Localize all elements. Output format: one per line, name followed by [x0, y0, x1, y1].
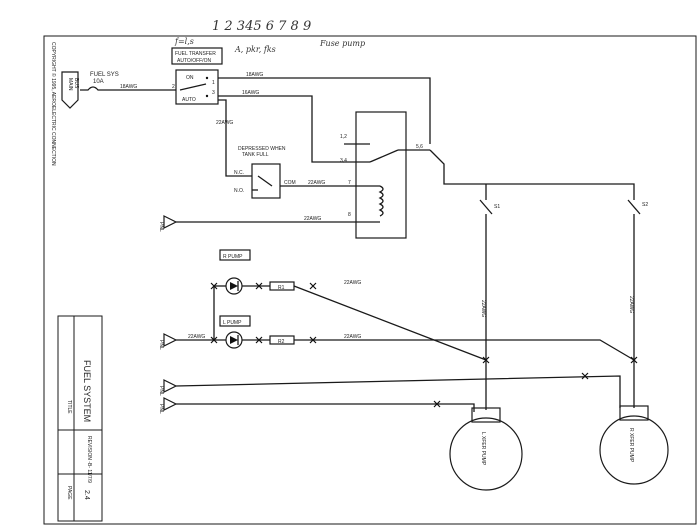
relay-coil [378, 185, 384, 217]
main-bus-tag: MAIN BUS [61, 71, 79, 109]
fuel-sys-label: FUEL SYS [90, 72, 119, 78]
wire-22awg-switch-down [218, 99, 252, 177]
svg-text:COM: COM [284, 180, 296, 186]
awg-18-fuse: 18AWG [120, 84, 137, 90]
svg-text:MAIN: MAIN [67, 78, 73, 91]
svg-text:22AWG: 22AWG [344, 280, 361, 286]
page-label: PAGE [66, 486, 72, 500]
svg-text:S1: S1 [494, 204, 500, 210]
title-block: TITLE FUEL SYSTEM REVISION -B- 11/7/9 PA… [57, 315, 103, 522]
svg-text:N.O.: N.O. [234, 188, 244, 194]
l-pump-label-box [219, 315, 251, 327]
pnl-ground-3: PNL [158, 379, 178, 396]
svg-text:N.C.: N.C. [234, 170, 244, 176]
svg-text:PNL: PNL [158, 340, 164, 350]
fuel-transfer-label-1: FUEL TRANSFER [175, 51, 216, 57]
wire-r2-22awg [294, 339, 635, 361]
wire-ground-right [175, 375, 621, 408]
svg-text:22AWG: 22AWG [628, 296, 634, 313]
copyright-text: COPYRIGHT © 1995, AEROELECTRIC CONNECTIO… [50, 42, 57, 166]
switch-on-label: ON [186, 75, 194, 81]
svg-text:5,6: 5,6 [416, 144, 423, 150]
svg-text:22AWG: 22AWG [216, 120, 233, 126]
title-label: TITLE [66, 400, 72, 414]
switch-pin-1: 1 [212, 80, 215, 86]
svg-text:22AWG: 22AWG [480, 300, 486, 317]
svg-text:16AWG: 16AWG [242, 90, 259, 96]
wire-on-18awg [218, 77, 431, 144]
switch-pin-3: 3 [212, 90, 215, 96]
r-pump-label-box [219, 249, 251, 261]
handwritten-scribble-3: A, pkr, fks [234, 45, 276, 54]
svg-text:R1: R1 [278, 285, 285, 291]
switch-s1 [479, 199, 493, 215]
fuse-symbol [80, 86, 104, 91]
wire-r1-22awg [293, 285, 487, 361]
svg-text:L PUMP: L PUMP [223, 320, 242, 326]
wire-relay-out [429, 149, 635, 200]
svg-text:PNL: PNL [158, 386, 164, 396]
svg-text:18AWG: 18AWG [246, 72, 263, 78]
fuel-transfer-switch [175, 69, 219, 105]
svg-text:PNL: PNL [158, 404, 164, 414]
switch-auto-label: AUTO [182, 97, 196, 103]
float-switch [251, 163, 281, 199]
svg-text:22AWG: 22AWG [308, 180, 325, 186]
relay [355, 111, 407, 239]
left-transfer-pump: L XFER PUMP [449, 407, 523, 491]
title-value: FUEL SYSTEM [82, 360, 92, 422]
handwritten-scribble-2: Fuse pump [319, 39, 365, 48]
svg-text:R2: R2 [278, 339, 285, 345]
svg-text:BUS: BUS [73, 78, 79, 89]
svg-text:3,4: 3,4 [340, 158, 347, 164]
svg-text:8: 8 [348, 212, 351, 218]
fuel-transfer-label-box [171, 47, 223, 65]
svg-text:R PUMP: R PUMP [223, 254, 243, 260]
svg-text:R XFER PUMP: R XFER PUMP [628, 428, 634, 463]
r-pump-led [225, 277, 243, 295]
wire-ground-left [176, 403, 475, 412]
l-pump-led [225, 331, 243, 349]
switch-pin-2: 2 [172, 84, 175, 90]
svg-text:22AWG: 22AWG [304, 216, 321, 222]
pnl-ground-2: PNL [158, 333, 178, 350]
svg-text:22AWG: 22AWG [344, 334, 361, 340]
svg-text:S2: S2 [642, 202, 648, 208]
wire-auto-16awg [218, 95, 344, 163]
revision-text: REVISION -B- 11/7/9 [86, 436, 92, 483]
svg-text:L XFER PUMP: L XFER PUMP [480, 432, 486, 466]
pnl-ground-4: PNL [158, 397, 178, 414]
svg-text:7: 7 [348, 180, 351, 186]
handwritten-numbers: 1 2 345 6 7 8 9 [212, 19, 311, 34]
svg-text:PNL: PNL [158, 222, 164, 232]
svg-text:TANK FULL: TANK FULL [242, 152, 269, 158]
switch-s2 [627, 199, 641, 215]
pnl-ground-1: PNL [158, 215, 178, 232]
splice-marks [210, 282, 638, 408]
handwritten-scribble-1: f=l,s [174, 37, 194, 46]
svg-text:1,2: 1,2 [340, 134, 347, 140]
page-border [43, 35, 697, 525]
svg-text:22AWG: 22AWG [188, 334, 205, 340]
fuel-transfer-label-2: AUTO/OFF/ON [177, 58, 211, 64]
svg-text:DEPRESSED WHEN: DEPRESSED WHEN [238, 146, 286, 152]
right-transfer-pump: R XFER PUMP [599, 405, 669, 485]
page-value: 2.4 [83, 490, 90, 500]
fuel-sys-amp: 10A [93, 79, 104, 85]
